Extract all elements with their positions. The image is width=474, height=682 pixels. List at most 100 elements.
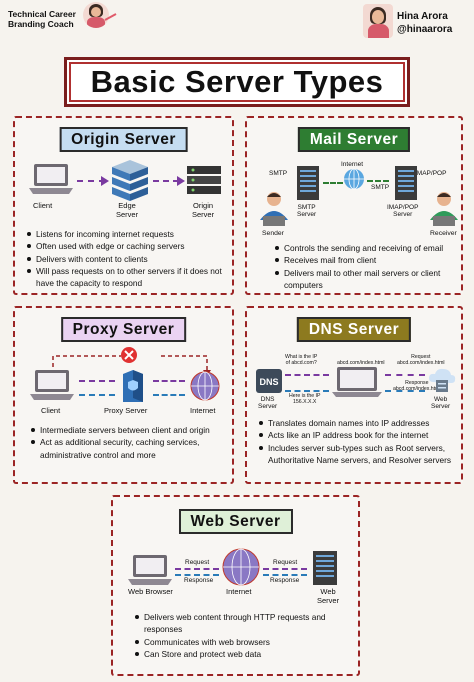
origin-server-title: Origin Server	[59, 127, 188, 152]
dns-query-arrow	[285, 374, 329, 376]
list-item: Receives mail from client	[273, 254, 461, 266]
web-server-title: Web Server	[178, 509, 293, 534]
dns-question-label: What is the IP of abcd.com?	[285, 354, 318, 366]
page-title: Basic Server Types	[64, 57, 410, 107]
web-to-laptop-arrow	[385, 390, 425, 392]
dns-server-card: DNS Server What is the IP of abcd.com? a…	[245, 306, 463, 484]
web-server-cloud-icon	[429, 368, 456, 392]
arrowhead-icon	[177, 176, 185, 186]
dns-bullets: Translates domain names into IP addresse…	[257, 417, 461, 466]
dns-request-label: Request abcd.com/index.html	[397, 354, 445, 366]
list-item: Delivers mail to other mail servers or c…	[273, 267, 461, 292]
response-label-1: Response	[184, 577, 214, 584]
web-server-card: Web Server Web Browser Request Response …	[111, 495, 360, 676]
sender-label: Sender	[262, 230, 284, 237]
request-label-1: Request	[185, 559, 210, 566]
dns-response-label: Response abcd.com/index.html	[393, 380, 441, 392]
imap-pop-server-icon	[395, 166, 417, 200]
arrowhead-icon	[101, 176, 109, 186]
origin-bullets: Listens for incoming internet requests O…	[25, 228, 228, 289]
list-item: Act as additional security, caching serv…	[29, 436, 229, 461]
list-item: Communicates with web browsers	[133, 636, 355, 648]
mail-server-title: Mail Server	[297, 127, 411, 152]
coach-line-2: Branding Coach	[8, 19, 74, 30]
list-item: Often used with edge or caching servers	[25, 240, 228, 252]
client-to-edge-arrow	[77, 180, 105, 182]
internet-to-imap-arrow	[367, 180, 389, 182]
web-bullets: Delivers web content through HTTP reques…	[133, 611, 355, 660]
smtp-server-icon	[297, 166, 319, 200]
web-server-label: Web Server	[317, 587, 340, 605]
web-internet-label: Internet	[226, 587, 252, 596]
origin-server-label: Origin Server	[192, 201, 215, 219]
response-label-2: Response	[270, 577, 300, 584]
laptop-icon	[332, 367, 382, 397]
coach-label: Technical Career Branding Coach	[8, 9, 88, 29]
list-item: Will pass requests on to other servers i…	[25, 265, 228, 290]
internet-response-arrow	[263, 574, 307, 576]
list-item: Delivers web content through HTTP reques…	[133, 611, 355, 636]
internet-to-proxy-arrow	[153, 394, 185, 396]
mail-bullets: Controls the sending and receiving of em…	[273, 242, 461, 291]
list-item: Intermediate servers between client and …	[29, 424, 229, 436]
laptop-icon	[29, 164, 73, 194]
imap-pop-server-label: IMAP/POP Server	[387, 204, 419, 219]
wave-icon	[104, 13, 117, 21]
proxy-client-label: Client	[41, 406, 61, 415]
list-item: Controls the sending and receiving of em…	[273, 242, 461, 254]
laptop-icon	[30, 370, 74, 400]
dns-server-title: DNS Server	[296, 317, 412, 342]
request-label-2: Request	[273, 559, 298, 566]
dns-server-icon: DNS	[256, 369, 282, 393]
client-label: Client	[33, 201, 53, 210]
internet-globe-icon	[222, 548, 260, 586]
dns-server-label: DNS Server	[258, 396, 278, 411]
proxy-server-icon	[123, 370, 143, 402]
list-item: Delivers with content to clients	[25, 253, 228, 265]
proxy-internet-label: Internet	[190, 406, 216, 415]
dns-answer-label: Here is the IP 156.X.X.X	[289, 393, 321, 405]
edge-server-icon	[112, 160, 148, 201]
internet-request-arrow	[263, 568, 307, 570]
origin-server-card: Origin Server Client Edge Server Origin …	[13, 116, 234, 295]
imap-pop-label: IMAP/POP	[415, 170, 447, 177]
laptop-to-web-arrow	[385, 374, 425, 376]
sender-person-icon	[260, 192, 288, 226]
internet-globe-icon	[190, 371, 220, 401]
author-avatar	[363, 4, 393, 38]
list-item: Translates domain names into IP addresse…	[257, 417, 461, 429]
author-name: Hina Arora	[397, 11, 448, 22]
dns-web-server-label: Web Server	[431, 396, 451, 411]
smtp-to-internet-arrow	[323, 182, 343, 184]
web-server-icon	[313, 551, 337, 585]
dns-icon-text: DNS	[259, 377, 278, 387]
author-handle: @hinaarora	[397, 23, 453, 35]
blocked-icon	[121, 347, 137, 363]
smtp-label-2: SMTP	[371, 184, 390, 191]
internet-label: Internet	[341, 161, 364, 168]
proxy-bullets: Intermediate servers between client and …	[29, 424, 229, 461]
internet-globe-icon	[344, 168, 364, 190]
coach-avatar	[83, 2, 109, 28]
smtp-label-1: SMTP	[269, 170, 288, 177]
proxy-server-card: Proxy Server Client Proxy Server Interne…	[13, 306, 234, 484]
web-browser-label: Web Browser	[128, 587, 173, 596]
browser-response-arrow	[175, 574, 219, 576]
list-item: Listens for incoming internet requests	[25, 228, 228, 240]
receiver-person-icon	[430, 192, 458, 226]
dns-answer-arrow	[285, 390, 329, 392]
list-item: Can Store and protect web data	[133, 648, 355, 660]
dns-url-label: abcd.com/index.html	[337, 360, 385, 366]
origin-server-icon	[187, 166, 221, 194]
edge-to-origin-arrow	[153, 180, 179, 182]
list-item: Acts like an IP address book for the int…	[257, 429, 461, 441]
mail-server-card: Mail Server SMTP Internet IMAP/POP Sende…	[245, 116, 463, 295]
author-info: Hina Arora @hinaarora	[397, 11, 452, 36]
proxy-server-label: Proxy Server	[104, 406, 148, 415]
proxy-server-title: Proxy Server	[60, 317, 187, 342]
client-to-proxy-arrow	[79, 380, 115, 382]
browser-request-arrow	[175, 568, 219, 570]
receiver-label: Receiver	[430, 230, 457, 237]
edge-server-label: Edge Server	[116, 201, 139, 219]
web-browser-icon	[128, 555, 172, 585]
